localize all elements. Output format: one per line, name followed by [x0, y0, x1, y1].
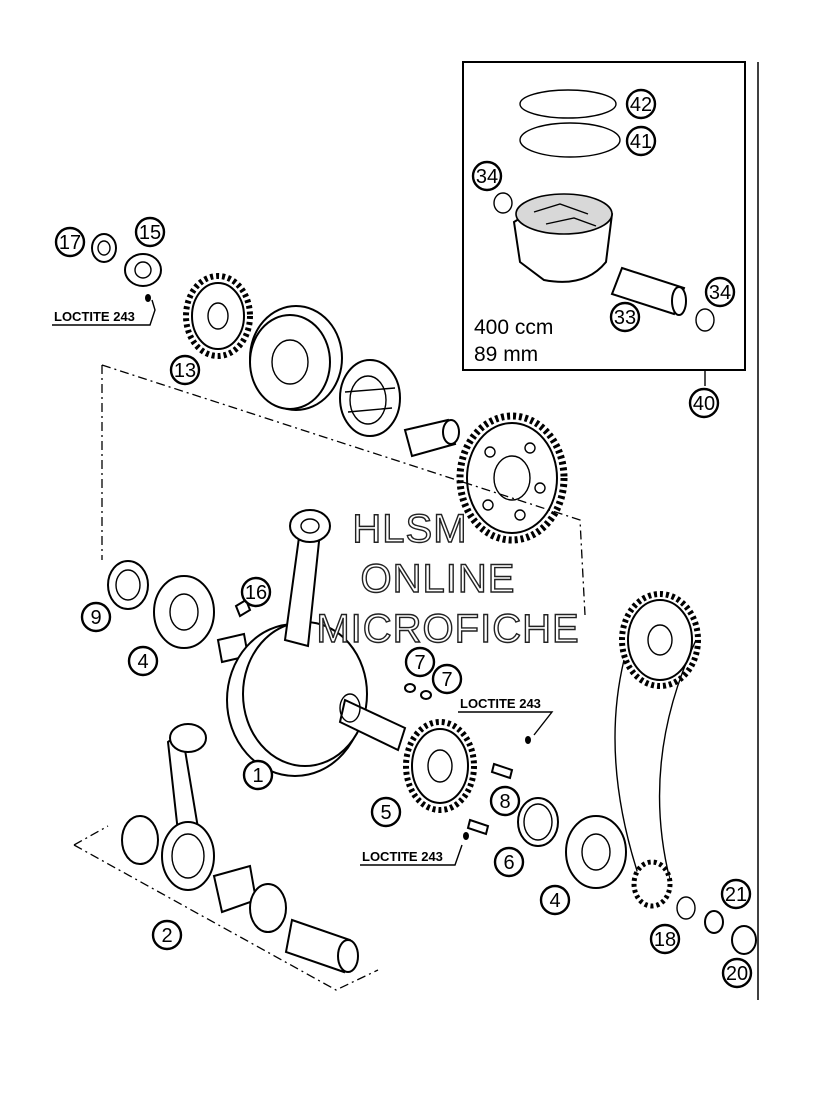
svg-text:15: 15 [139, 222, 161, 244]
svg-text:16: 16 [245, 582, 267, 604]
timing-chain-assembly [614, 591, 701, 909]
circlip-18 [676, 896, 696, 920]
svg-text:41: 41 [630, 131, 652, 153]
seal-17-inner [97, 240, 111, 256]
bearing-4-left-inner [169, 593, 199, 631]
callout-15[interactable]: 15 [134, 216, 166, 248]
loctite-leader-mid [458, 711, 554, 736]
svg-text:2: 2 [161, 925, 172, 947]
seal-17 [91, 233, 117, 263]
callout-7a[interactable]: 7 [404, 646, 436, 678]
seal-9 [107, 560, 149, 610]
callout-4-right[interactable]: 4 [539, 884, 571, 916]
piston-kit-group: 400 ccm 89 mm [462, 61, 746, 386]
callout-13[interactable]: 13 [169, 354, 201, 386]
svg-text:7: 7 [441, 669, 452, 691]
loctite-leader-top [52, 299, 156, 326]
freewheel-hub [339, 359, 401, 437]
nut-15-inner [134, 261, 152, 279]
key-7b [420, 690, 432, 700]
watermark-line2: ONLINE [361, 557, 516, 601]
svg-text:6: 6 [503, 852, 514, 874]
svg-text:7: 7 [414, 652, 425, 674]
svg-text:13: 13 [174, 360, 196, 382]
callout-1[interactable]: 1 [242, 759, 274, 791]
piston-pin [610, 266, 686, 316]
loctite-note-low: LOCTITE 243 [362, 849, 443, 864]
screw-8-lower [466, 818, 490, 836]
callout-5[interactable]: 5 [370, 796, 402, 828]
starter-gear [456, 412, 568, 544]
connecting-rod-kit [73, 723, 379, 991]
callout-9[interactable]: 9 [80, 601, 112, 633]
nut-15 [124, 253, 162, 287]
callout-34-left[interactable]: 34 [471, 160, 503, 192]
piston-bore: 89 mm [474, 343, 538, 366]
screw-8-upper [490, 762, 514, 780]
callout-16[interactable]: 16 [240, 576, 272, 608]
loctite-drop-top [145, 294, 151, 302]
callout-40[interactable]: 40 [688, 387, 720, 419]
callout-6[interactable]: 6 [493, 846, 525, 878]
piston-pin-end [671, 286, 687, 316]
watermark-line3: MICROFICHE [316, 607, 579, 651]
svg-text:17: 17 [59, 232, 81, 254]
svg-text:4: 4 [137, 651, 148, 673]
callout-42[interactable]: 42 [625, 88, 657, 120]
shim-6-inner [523, 803, 553, 841]
nut-20 [731, 925, 757, 955]
piston-crown-valve-reliefs [533, 203, 597, 227]
svg-text:5: 5 [380, 802, 391, 824]
washer-21 [704, 910, 724, 934]
svg-text:8: 8 [499, 791, 510, 813]
bearing-4-right [565, 815, 627, 889]
circlip-34-left [493, 192, 513, 214]
callout-17[interactable]: 17 [54, 226, 86, 258]
loctite-drop-mid [525, 736, 531, 744]
svg-text:20: 20 [726, 963, 748, 985]
circlip-34-right [695, 308, 715, 332]
crankshaft [216, 509, 407, 777]
key-16 [234, 598, 252, 618]
callout-34-right[interactable]: 34 [704, 276, 736, 308]
gear-13 [183, 273, 253, 359]
watermark-line1: HLSM [352, 507, 467, 551]
assembly-line-upper [101, 364, 586, 616]
callout-4-left[interactable]: 4 [127, 645, 159, 677]
svg-text:9: 9 [90, 607, 101, 629]
svg-text:34: 34 [709, 282, 731, 304]
piston-displacement: 400 ccm [474, 316, 553, 339]
svg-text:18: 18 [654, 929, 676, 951]
callout-20[interactable]: 20 [721, 957, 753, 989]
piston-crown [515, 193, 613, 235]
callout-21[interactable]: 21 [720, 878, 752, 910]
svg-text:40: 40 [693, 393, 715, 415]
bearing-4-left [153, 575, 215, 649]
svg-text:21: 21 [725, 884, 747, 906]
callout-2[interactable]: 2 [151, 919, 183, 951]
callout-7b[interactable]: 7 [431, 663, 463, 695]
bearing-4-right-inner [581, 833, 611, 871]
key-7a [404, 683, 416, 693]
needle-bearing-small-end [442, 419, 460, 445]
callout-8[interactable]: 8 [489, 785, 521, 817]
loctite-note-mid: LOCTITE 243 [460, 696, 541, 711]
balancer-drum [249, 305, 343, 411]
callout-33[interactable]: 33 [609, 301, 641, 333]
callout-41[interactable]: 41 [625, 125, 657, 157]
gear-5 [403, 719, 477, 813]
loctite-leader-low [360, 844, 463, 866]
svg-text:4: 4 [549, 890, 560, 912]
svg-text:42: 42 [630, 94, 652, 116]
loctite-note-top: LOCTITE 243 [54, 309, 135, 324]
callout-18[interactable]: 18 [649, 923, 681, 955]
svg-text:1: 1 [252, 765, 263, 787]
svg-text:34: 34 [476, 166, 498, 188]
piston-ring-42 [519, 89, 617, 119]
loctite-drop-low [463, 832, 469, 840]
piston-ring-41 [519, 122, 621, 158]
svg-text:33: 33 [614, 307, 636, 329]
seal-9-inner [115, 569, 141, 601]
